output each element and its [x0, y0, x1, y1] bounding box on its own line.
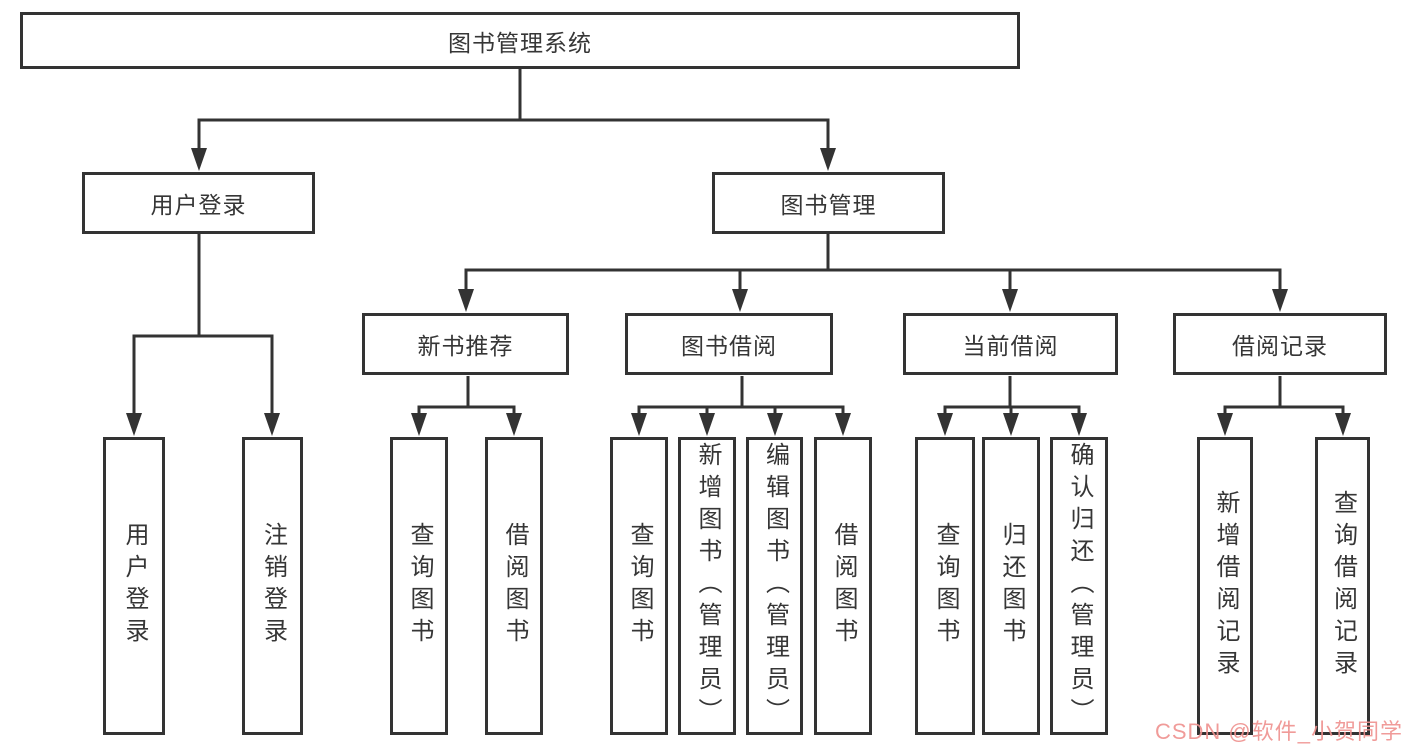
node-current-borrow: 当前借阅 [903, 313, 1118, 375]
leaf-query-borrow-record: 查询借阅记录 [1315, 437, 1370, 735]
arrowheads [126, 148, 1351, 436]
node-book-management: 图书管理 [712, 172, 945, 234]
leaf-query-books-recommend: 查询图书 [390, 437, 448, 735]
leaf-borrow-books-recommend: 借阅图书 [485, 437, 543, 735]
node-borrow-records: 借阅记录 [1173, 313, 1387, 375]
leaf-borrow-books: 借阅图书 [814, 437, 872, 735]
leaf-add-book-admin: 新增图书（管理员） [678, 437, 736, 735]
leaf-user-login: 用户登录 [103, 437, 165, 735]
node-user-login: 用户登录 [82, 172, 315, 234]
watermark: CSDN @软件_小贺同学 [1154, 719, 1403, 744]
node-new-book-recommend: 新书推荐 [362, 313, 569, 375]
leaf-add-borrow-record: 新增借阅记录 [1197, 437, 1253, 735]
node-root: 图书管理系统 [20, 12, 1020, 69]
leaf-query-books-current: 查询图书 [915, 437, 975, 735]
leaf-query-books-borrow: 查询图书 [610, 437, 668, 735]
leaf-logout: 注销登录 [242, 437, 303, 735]
node-book-borrow: 图书借阅 [625, 313, 833, 375]
leaf-confirm-return-admin: 确认归还（管理员） [1050, 437, 1108, 735]
leaf-edit-book-admin: 编辑图书（管理员） [746, 437, 803, 735]
leaf-return-books: 归还图书 [982, 437, 1040, 735]
